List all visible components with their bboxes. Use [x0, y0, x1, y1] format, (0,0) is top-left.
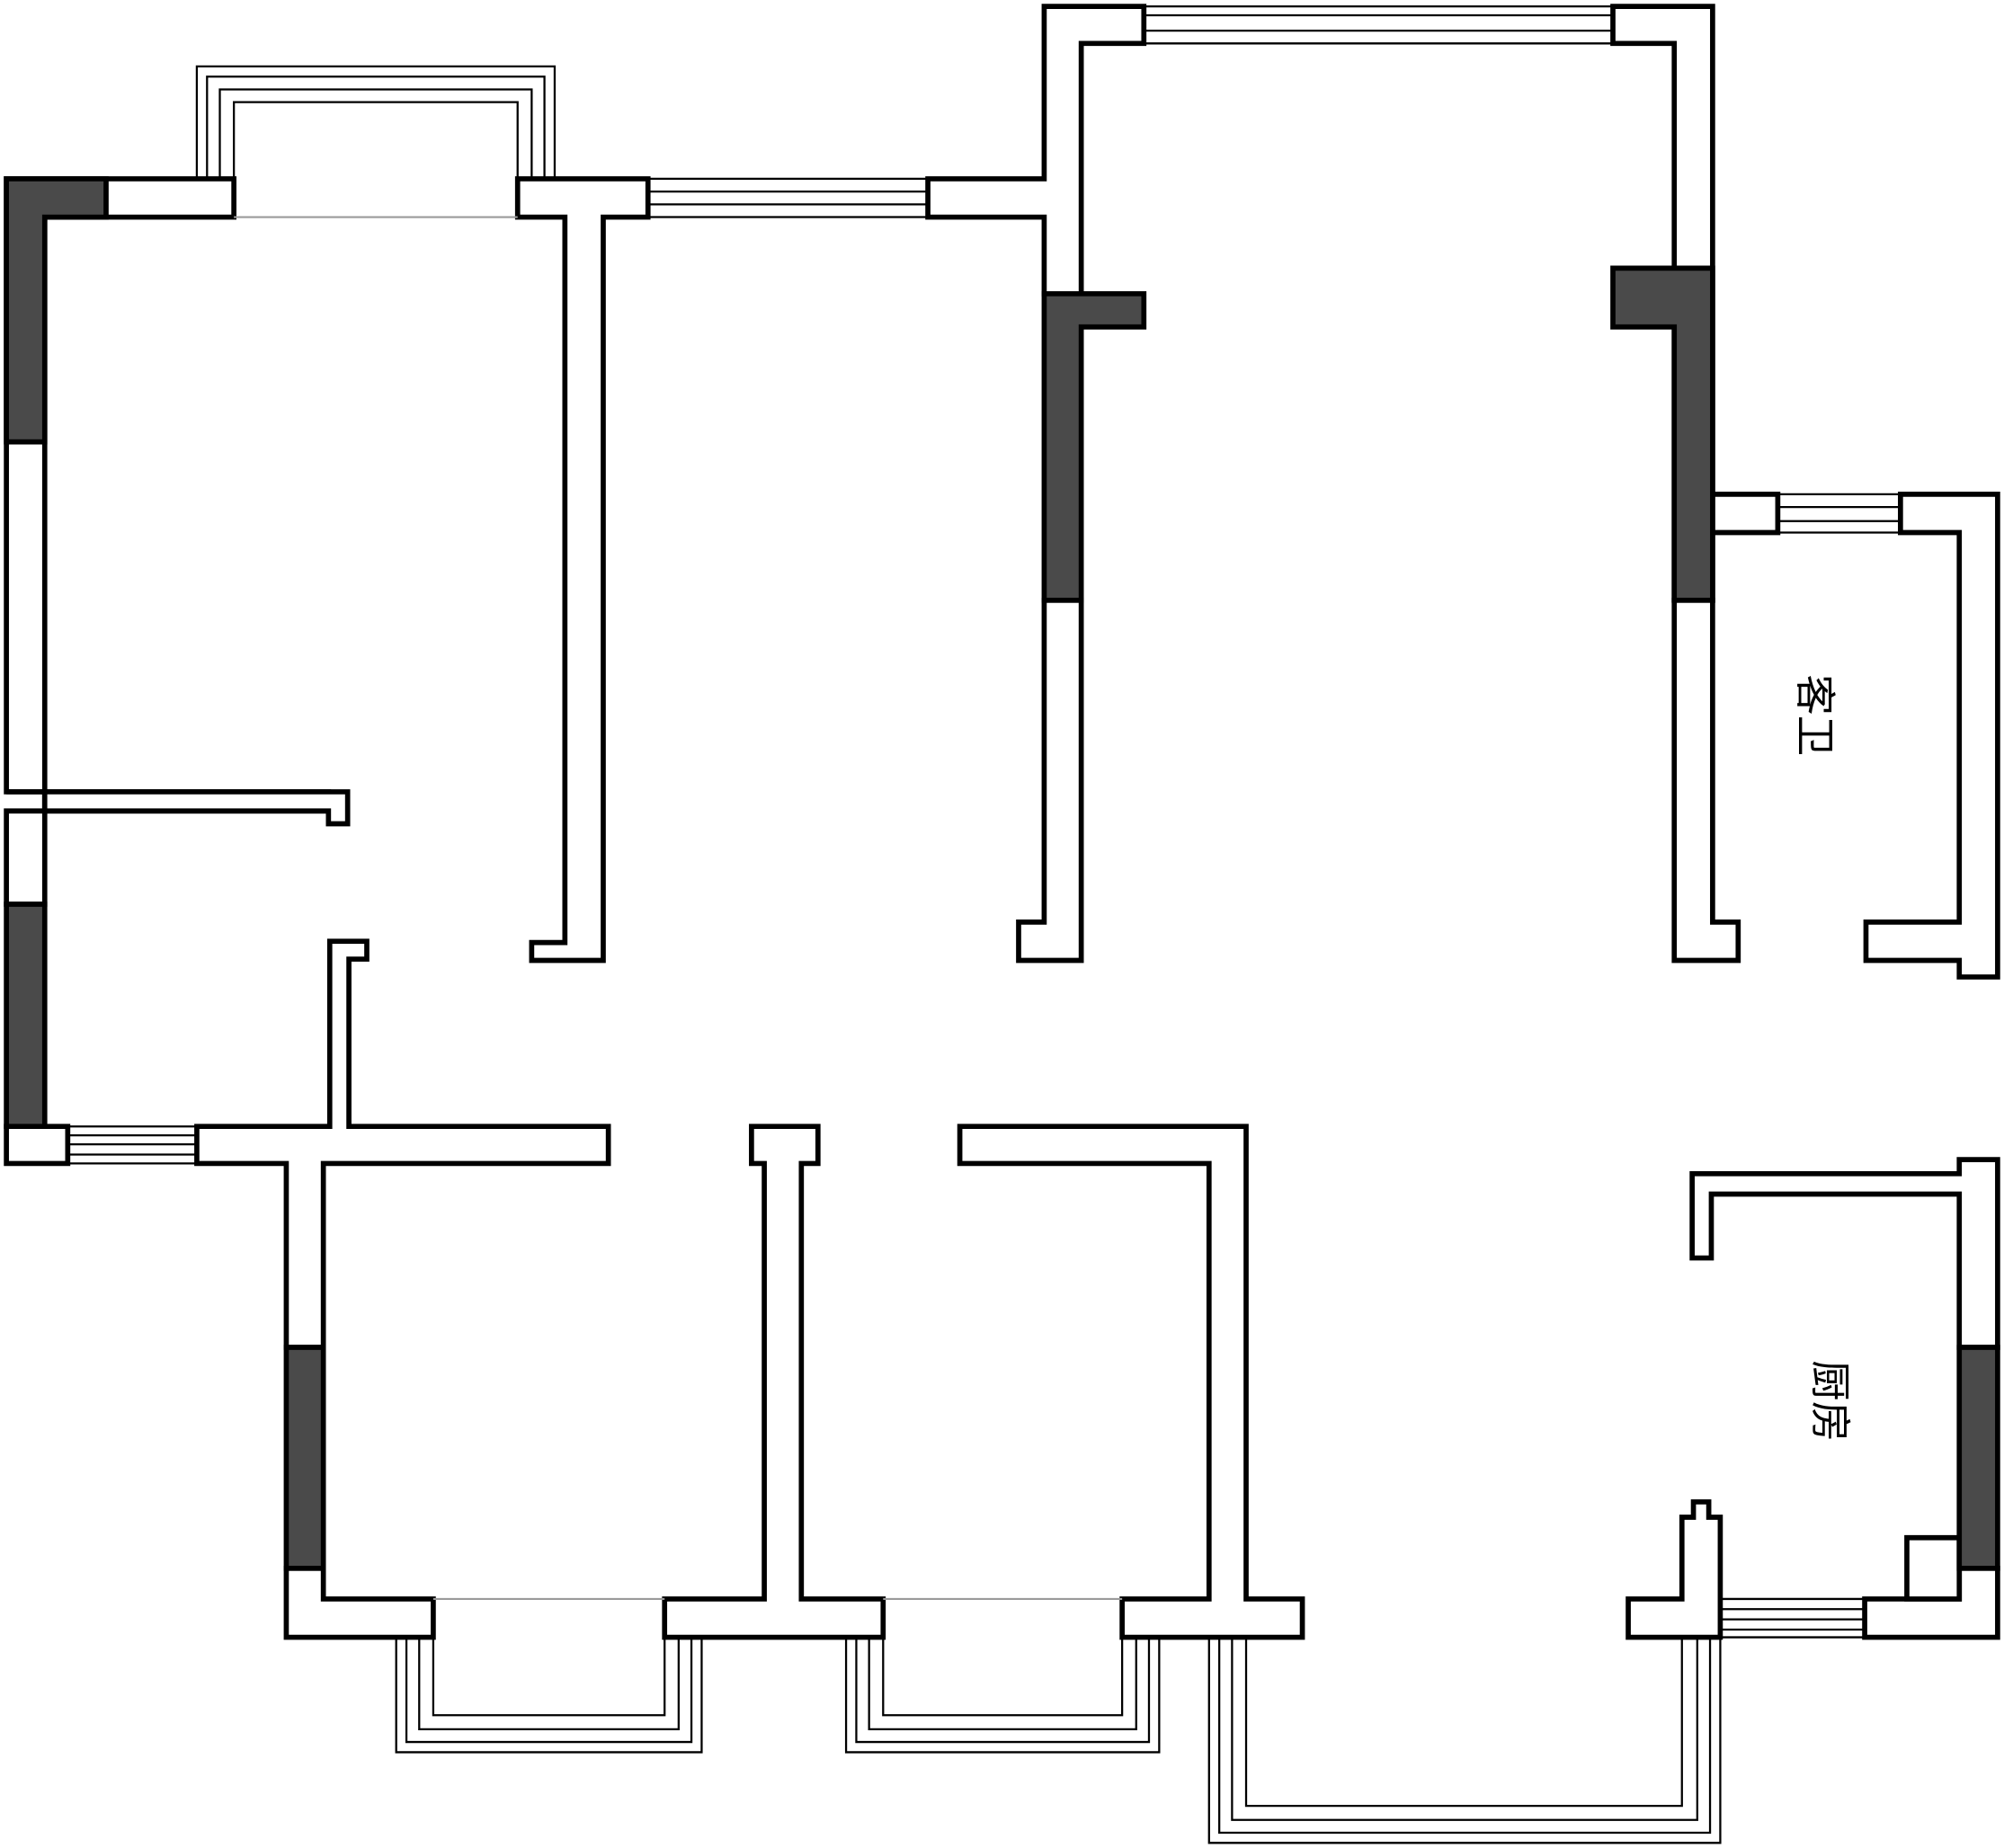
window	[647, 177, 929, 218]
column	[283, 1345, 326, 1571]
column	[4, 902, 48, 1130]
wall	[1689, 1157, 2000, 1350]
windows	[67, 4, 1901, 1844]
wall	[194, 938, 611, 1350]
window	[67, 1125, 197, 1165]
wall	[1863, 492, 2000, 980]
labels: 客卫 厨房	[1791, 674, 1854, 1442]
bay-window	[1207, 1637, 1722, 1844]
wall	[925, 4, 1147, 297]
bay-window	[844, 1637, 1161, 1754]
columns	[4, 176, 2000, 1571]
wall	[283, 1565, 436, 1640]
room-label-kitchen: 厨房	[1806, 1360, 1854, 1442]
window	[1777, 493, 1901, 534]
window	[1720, 1597, 1866, 1639]
bay-window	[195, 65, 557, 179]
wall	[1671, 597, 1741, 964]
column	[1041, 290, 1147, 603]
column	[1610, 265, 1715, 603]
column	[4, 176, 109, 445]
window	[1144, 4, 1614, 45]
wall	[1625, 1499, 1723, 1640]
wall	[514, 176, 651, 964]
bay-window	[395, 1637, 703, 1754]
wall	[1710, 492, 1781, 536]
column	[1956, 1345, 2000, 1571]
room-label-guest-bathroom: 客卫	[1791, 674, 1839, 756]
wall	[4, 1124, 71, 1167]
wall	[41, 789, 351, 827]
wall	[1904, 1534, 1963, 1602]
wall	[957, 1124, 1305, 1640]
wall	[662, 1124, 886, 1640]
wall	[1016, 597, 1084, 964]
wall	[4, 808, 48, 907]
walls	[4, 4, 2000, 1640]
